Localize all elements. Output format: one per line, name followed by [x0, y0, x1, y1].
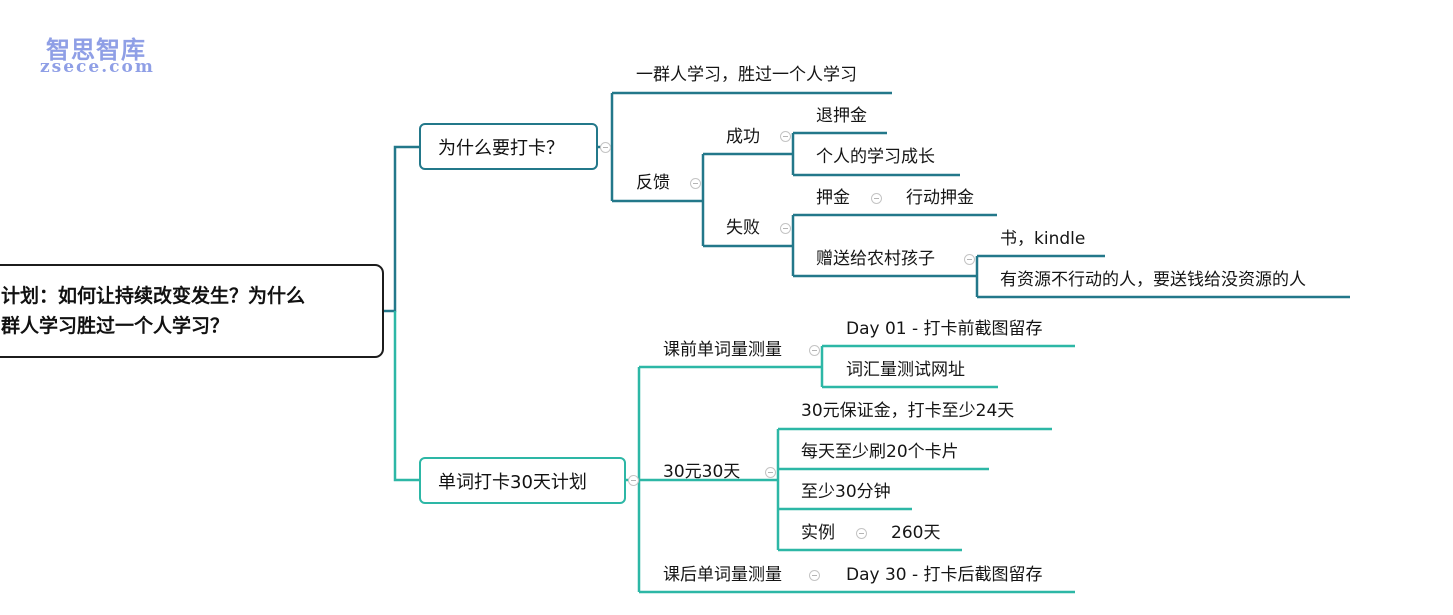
watermark-logo-cn: 智思智库 [46, 35, 146, 64]
collapse-toggle-icon[interactable] [856, 528, 867, 539]
node-260days[interactable]: 260天 [891, 523, 941, 543]
root-topic-text: 计划：如何让持续改变发生？为什么 群人学习胜过一个人学习？ [1, 281, 305, 341]
node-failure[interactable]: 失败 [726, 218, 760, 238]
collapse-toggle-icon[interactable] [780, 131, 791, 142]
node-group-learning[interactable]: 一群人学习，胜过一个人学习 [636, 65, 857, 85]
collapse-toggle-icon[interactable] [780, 223, 791, 234]
node-deposit[interactable]: 押金 [816, 188, 850, 208]
node-example[interactable]: 实例 [801, 523, 835, 543]
node-pre-test[interactable]: 课前单词量测量 [663, 340, 782, 360]
collapse-toggle-icon[interactable] [871, 193, 882, 204]
node-donate[interactable]: 赠送给农村孩子 [816, 249, 935, 269]
connector-root-plan [393, 311, 419, 482]
root-topic-node[interactable]: 计划：如何让持续改变发生？为什么 群人学习胜过一个人学习？ [0, 264, 384, 358]
node-day01[interactable]: Day 01 - 打卡前截图留存 [846, 319, 1043, 339]
node-30min[interactable]: 至少30分钟 [801, 482, 891, 502]
node-deposit30[interactable]: 30元保证金，打卡至少24天 [801, 401, 1015, 421]
collapse-toggle-icon[interactable] [628, 475, 639, 486]
connector-root-why [384, 145, 419, 313]
node-books[interactable]: 书，kindle [1000, 229, 1086, 249]
node-day30[interactable]: Day 30 - 打卡后截图留存 [846, 565, 1043, 585]
topic-why-checkin[interactable]: 为什么要打卡？ [419, 123, 598, 170]
root-topic-line1: 计划：如何让持续改变发生？为什么 [1, 285, 306, 307]
topic-vocab-plan[interactable]: 单词打卡30天计划 [419, 457, 626, 504]
collapse-toggle-icon[interactable] [600, 142, 611, 153]
watermark-logo-en: zsece.com [40, 57, 155, 77]
collapse-toggle-icon[interactable] [809, 345, 820, 356]
node-refund[interactable]: 退押金 [816, 106, 867, 126]
collapse-toggle-icon[interactable] [964, 254, 975, 265]
collapse-toggle-icon[interactable] [690, 178, 701, 189]
collapse-toggle-icon[interactable] [765, 467, 776, 478]
node-action-deposit[interactable]: 行动押金 [906, 188, 974, 208]
node-thirty-days[interactable]: 30元30天 [663, 462, 741, 482]
node-resources[interactable]: 有资源不行动的人，要送钱给没资源的人 [1000, 270, 1306, 290]
node-post-test[interactable]: 课后单词量测量 [663, 565, 782, 585]
node-success[interactable]: 成功 [726, 127, 760, 147]
node-test-url[interactable]: 词汇量测试网址 [846, 360, 965, 380]
node-growth[interactable]: 个人的学习成长 [816, 147, 935, 167]
root-topic-line2: 群人学习胜过一个人学习？ [1, 315, 230, 337]
node-cards[interactable]: 每天至少刷20个卡片 [801, 442, 959, 462]
node-feedback[interactable]: 反馈 [636, 173, 670, 193]
collapse-toggle-icon[interactable] [809, 570, 820, 581]
